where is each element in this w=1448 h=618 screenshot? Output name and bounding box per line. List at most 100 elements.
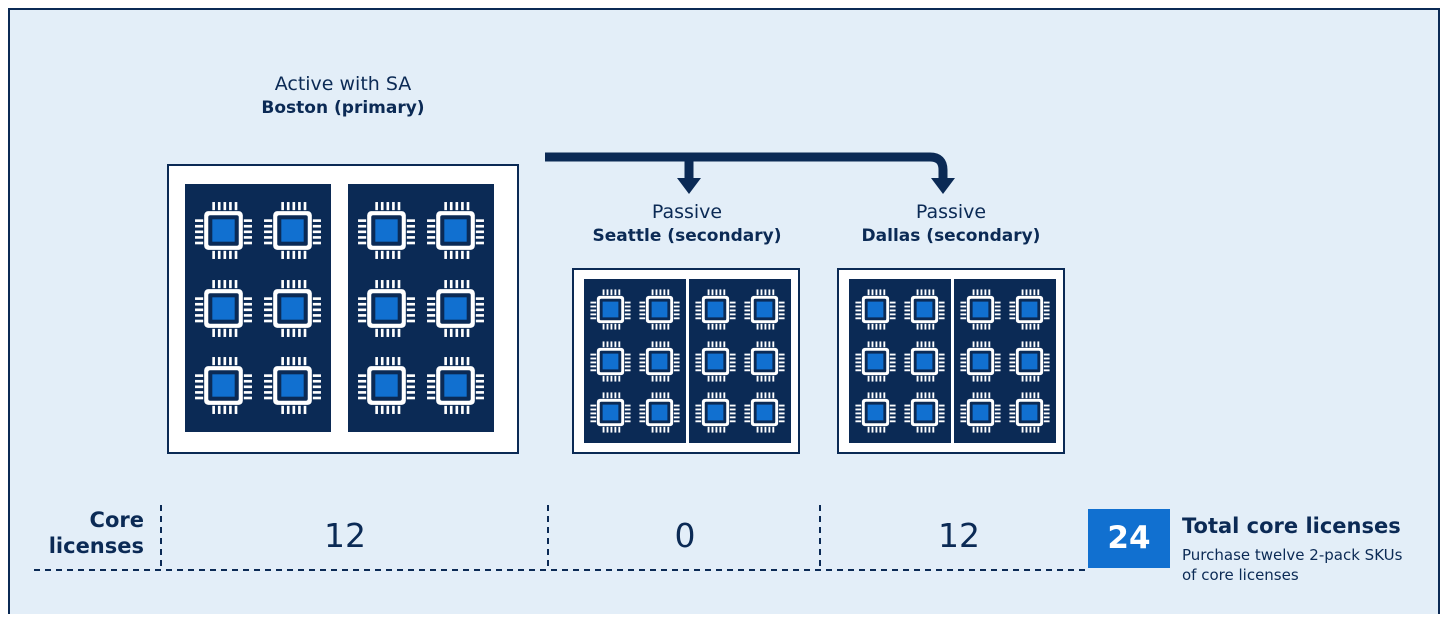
cpu-core [1008, 288, 1051, 335]
server-seattle [572, 268, 800, 454]
cpu-core [193, 355, 254, 420]
cpu-chip-icon [195, 279, 252, 337]
core-count-seattle: 0 [674, 516, 696, 555]
core-count-dallas: 12 [938, 516, 980, 555]
cpu-chip-icon [264, 356, 321, 414]
cpu-core [959, 391, 1002, 438]
cpu-core [1008, 391, 1051, 438]
total-subtitle: Purchase twelve 2-pack SKUs of core lice… [1182, 546, 1403, 584]
cpu-chip-icon [264, 202, 321, 260]
cpu-core [743, 288, 786, 335]
cpu-core [903, 288, 946, 335]
cpu-core [589, 288, 632, 335]
cpu-core [425, 200, 486, 265]
socket [689, 279, 791, 443]
cpu-chip-icon [195, 202, 252, 260]
cpu-core [425, 355, 486, 420]
cpu-core [1008, 340, 1051, 387]
cpu-chip-icon [1009, 392, 1050, 433]
cpu-chip-icon [695, 392, 736, 433]
cpu-chip-icon [855, 340, 896, 382]
cpu-chip-icon [1009, 340, 1050, 382]
cpu-chip-icon [855, 392, 896, 433]
cpu-core [694, 340, 737, 387]
site-title-boston: Active with SA Boston (primary) [218, 72, 468, 120]
cpu-chip-icon [744, 392, 785, 433]
total-badge: 24 [1088, 509, 1170, 568]
cpu-chip-icon [639, 340, 680, 382]
core-licenses-label: Core licenses [34, 507, 144, 559]
cpu-core [356, 355, 417, 420]
cpu-core [694, 391, 737, 438]
cpu-chip-icon [427, 202, 484, 260]
cpu-chip-icon [264, 279, 321, 337]
cpu-chip-icon [855, 289, 896, 330]
cpu-chip-icon [195, 356, 252, 414]
cpu-chip-icon [358, 202, 415, 260]
cpu-core [262, 278, 323, 343]
cpu-chip-icon [695, 289, 736, 330]
cpu-chip-icon [427, 279, 484, 337]
socket [849, 279, 951, 443]
cpu-core [743, 391, 786, 438]
site-location-seattle: Seattle (secondary) [592, 226, 782, 246]
cpu-core [589, 340, 632, 387]
cpu-chip-icon [744, 340, 785, 382]
total-title: Total core licenses [1182, 514, 1401, 538]
site-title-seattle: Passive Seattle (secondary) [562, 200, 812, 248]
site-location-dallas: Dallas (secondary) [861, 226, 1041, 246]
cpu-core [854, 391, 897, 438]
cpu-core [854, 340, 897, 387]
cpu-core [959, 288, 1002, 335]
cpu-chip-icon [904, 392, 945, 433]
cpu-core [854, 288, 897, 335]
cpu-core [903, 340, 946, 387]
cpu-chip-icon [960, 289, 1001, 330]
cpu-chip-icon [590, 289, 631, 330]
row-label-line2: licenses [48, 534, 144, 558]
cpu-chip-icon [358, 279, 415, 337]
core-count-boston: 12 [324, 516, 366, 555]
cpu-core [743, 340, 786, 387]
cpu-chip-icon [427, 356, 484, 414]
site-role-dallas: Passive [915, 201, 987, 223]
cpu-chip-icon [590, 340, 631, 382]
row-label-line1: Core [89, 508, 144, 532]
cpu-core [589, 391, 632, 438]
cpu-core [638, 391, 681, 438]
cpu-core [356, 200, 417, 265]
site-location-boston: Boston (primary) [261, 98, 425, 118]
cpu-chip-icon [1009, 289, 1050, 330]
socket [185, 184, 331, 432]
cpu-core [638, 340, 681, 387]
cpu-core [959, 340, 1002, 387]
cpu-chip-icon [695, 340, 736, 382]
socket [348, 184, 494, 432]
cpu-chip-icon [590, 392, 631, 433]
cpu-core [262, 200, 323, 265]
server-dallas [837, 268, 1065, 454]
site-title-dallas: Passive Dallas (secondary) [826, 200, 1076, 248]
cpu-core [193, 278, 254, 343]
server-boston [167, 164, 519, 454]
socket [954, 279, 1056, 443]
cpu-core [193, 200, 254, 265]
cpu-chip-icon [358, 356, 415, 414]
cpu-chip-icon [960, 392, 1001, 433]
cpu-core [694, 288, 737, 335]
cpu-chip-icon [904, 289, 945, 330]
replication-arrow-icon [545, 152, 955, 194]
cpu-chip-icon [744, 289, 785, 330]
cpu-chip-icon [904, 340, 945, 382]
cpu-core [262, 355, 323, 420]
cpu-chip-icon [960, 340, 1001, 382]
site-role-boston: Active with SA [274, 73, 412, 95]
cpu-core [638, 288, 681, 335]
cpu-core [903, 391, 946, 438]
cpu-chip-icon [639, 289, 680, 330]
cpu-core [425, 278, 486, 343]
site-role-seattle: Passive [651, 201, 723, 223]
cpu-core [356, 278, 417, 343]
